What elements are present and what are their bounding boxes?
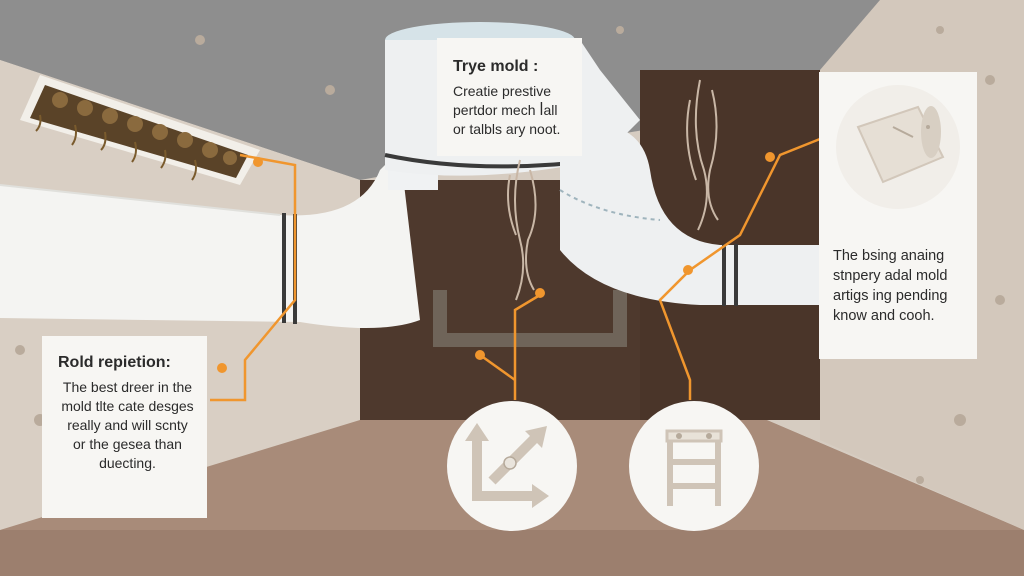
card-mold-pending: The bsing anaing stnpery adal mold artig… (819, 72, 977, 359)
card-top-title: Trye mold : (453, 58, 539, 75)
card-right-body: The bsing anaing stnpery adal mold artig… (833, 246, 947, 326)
card-mold-type: Trye mold : Creatie prestive pertdor mec… (437, 38, 582, 156)
card-right-line-4: know and cooh. (833, 308, 935, 324)
card-top-line-1: Creatie prestive (453, 83, 552, 99)
card-top-line-2: pertdor mech ꟾall (453, 102, 558, 118)
mold-tendrils (507, 79, 719, 301)
card-left-line-2: mold tl​te cate desges (61, 398, 194, 414)
card-left-line-3: really and will scnty (67, 417, 188, 433)
duct-tape-roll-icon (836, 85, 960, 209)
card-top-line-3: or talbls ary noot. (453, 121, 561, 137)
callout-dots (217, 152, 775, 373)
right-duct (560, 125, 820, 305)
card-right-line-1: The bsing anaing (833, 248, 945, 264)
card-left-line-5: duecting. (99, 455, 156, 471)
card-right-line-2: stnpery adal mold (833, 268, 948, 284)
ladder-rack-icon (665, 429, 723, 506)
card-left-title: Rold repietion: (58, 354, 171, 371)
card-left-line-1: The best dreer in the (62, 379, 193, 395)
vent-grille-icon (20, 75, 260, 185)
card-left-line-4: or the gesea than (73, 436, 182, 452)
ladder-icon-circle (629, 401, 759, 531)
arrows-icon-circle (447, 401, 577, 531)
diagonal-arrows-icon (465, 423, 549, 508)
back-pipe (433, 290, 627, 347)
right-duct-band-1 (722, 244, 726, 306)
card-mold-repetition: Rold repietion: The best dreer in the mo… (42, 336, 207, 518)
duct-seam (559, 189, 661, 221)
right-duct-band-2 (734, 244, 738, 306)
card-right-line-3: artigs ing pending (833, 288, 948, 304)
